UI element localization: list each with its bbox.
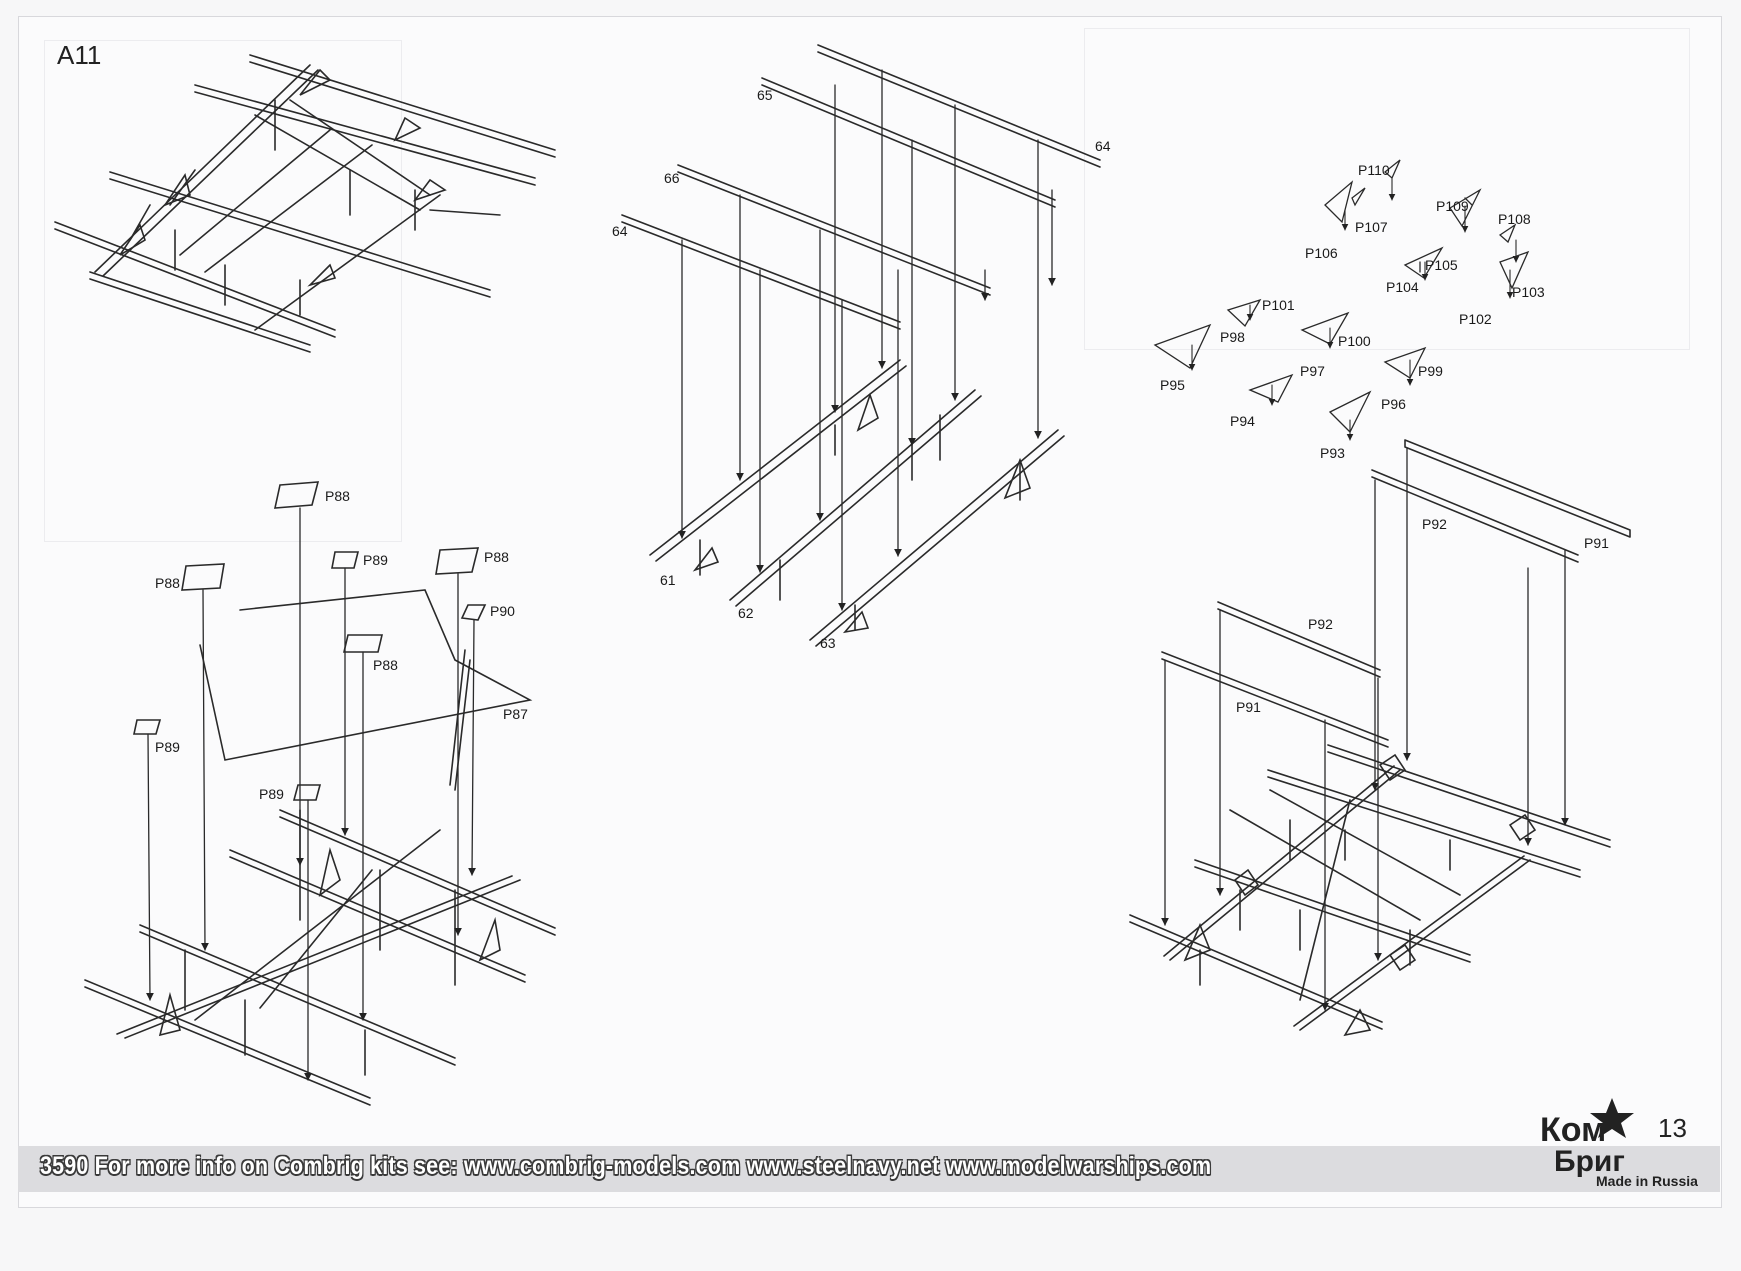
label-p89-top: P89 (363, 552, 388, 568)
label-61: 61 (660, 572, 676, 588)
label-p101: P101 (1262, 297, 1295, 313)
label-p98: P98 (1220, 329, 1245, 345)
label-p94: P94 (1230, 413, 1255, 429)
label-p93: P93 (1320, 445, 1345, 461)
star-icon: Ком Бриг (1540, 1098, 1634, 1178)
label-64-left: 64 (612, 223, 628, 239)
label-p92-lower: P92 (1308, 616, 1333, 632)
label-p95: P95 (1160, 377, 1185, 393)
assembly-right (1129, 439, 1631, 1037)
part-labels: 65 64 66 64 61 62 63 P110 P109 P108 P107… (155, 87, 1609, 802)
label-62: 62 (738, 605, 754, 621)
combrig-logo: Ком Бриг (1528, 1093, 1648, 1183)
logo-line-1: Ком (1540, 1111, 1606, 1149)
footer-band (18, 1146, 1720, 1192)
label-p108: P108 (1498, 211, 1531, 227)
small-parts-arrows (1188, 177, 1520, 441)
label-64-top: 64 (1095, 138, 1111, 154)
page-number: 13 (1658, 1113, 1687, 1143)
label-p90: P90 (490, 603, 515, 619)
label-66: 66 (664, 170, 680, 186)
bleed-through-panel-right (1084, 28, 1690, 350)
label-p89-bottom: P89 (259, 786, 284, 802)
small-parts-cluster (1153, 159, 1530, 434)
label-p106: P106 (1305, 245, 1338, 261)
footer-info-text: 3590 For more info on Combrig kits see: … (40, 1152, 1212, 1180)
label-p91-lower: P91 (1236, 699, 1261, 715)
page-frame (18, 16, 1722, 1208)
bottom-left-arrows (146, 507, 476, 1081)
label-p88-right: P88 (484, 549, 509, 565)
label-p109: P109 (1436, 198, 1469, 214)
section-id: A11 (57, 40, 102, 70)
label-p102: P102 (1459, 311, 1492, 327)
label-p99: P99 (1418, 363, 1443, 379)
label-p91-upper: P91 (1584, 535, 1609, 551)
label-p104: P104 (1386, 279, 1419, 295)
label-p96: P96 (1381, 396, 1406, 412)
made-in-label: Made in Russia (1596, 1173, 1698, 1189)
label-p88-left: P88 (155, 575, 180, 591)
label-p107: P107 (1355, 219, 1388, 235)
label-p88-top: P88 (325, 488, 350, 504)
label-63: 63 (820, 635, 836, 651)
label-p110: P110 (1358, 162, 1390, 178)
logo-line-2: Бриг (1554, 1145, 1625, 1178)
label-p88-mid: P88 (373, 657, 398, 673)
assembly-a11-top-left (54, 54, 556, 353)
label-p100: P100 (1338, 333, 1371, 349)
right-arrows (1161, 447, 1569, 1011)
label-p89-left: P89 (155, 739, 180, 755)
assembly-middle (621, 44, 1101, 647)
middle-arrows (678, 69, 1056, 611)
label-p103: P103 (1512, 284, 1545, 300)
label-p105: P105 (1425, 257, 1458, 273)
label-p92-upper: P92 (1422, 516, 1447, 532)
label-p97: P97 (1300, 363, 1325, 379)
bleed-through-panel-left (44, 40, 402, 542)
label-65: 65 (757, 87, 773, 103)
assembly-bottom-left (84, 481, 556, 1106)
label-p87: P87 (503, 706, 528, 722)
